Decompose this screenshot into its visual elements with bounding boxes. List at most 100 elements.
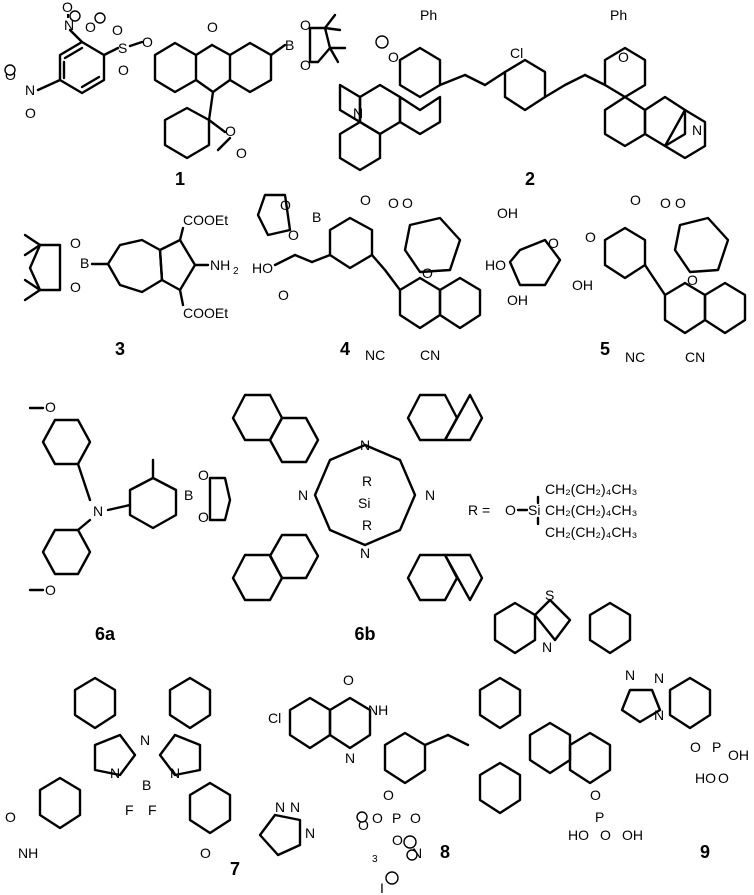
text-oh-9a: OH bbox=[728, 747, 749, 763]
atom-o-1e: O bbox=[112, 22, 123, 38]
r-group-chain-2: CH₂(CH₂)₄CH₃ bbox=[545, 502, 637, 518]
atom-o-5e: O bbox=[675, 195, 686, 211]
text-oh-5c: OH bbox=[572, 277, 593, 293]
compound-5: OH O HO OH OH O O O O O NC CN 5 bbox=[485, 192, 747, 365]
atom-n-6a: N bbox=[93, 503, 103, 519]
charge-plus-7 bbox=[403, 835, 417, 849]
text-ho-9a: HO bbox=[695, 770, 716, 786]
atom-p-9b: P bbox=[595, 809, 604, 825]
text-ho-9b: HO bbox=[568, 827, 589, 843]
compound-label-9: 9 bbox=[700, 842, 710, 862]
atom-o-5b: O bbox=[585, 229, 596, 245]
atom-o-1d: O bbox=[25, 105, 36, 121]
text-nh-7: NH bbox=[18, 845, 38, 861]
atom-f-7b: F bbox=[148, 802, 157, 818]
atom-f-7a: F bbox=[125, 802, 134, 818]
atom-n-7c: N bbox=[170, 765, 180, 781]
atom-b-7: B bbox=[142, 777, 151, 793]
atom-s-9: S bbox=[545, 587, 554, 603]
text-cn-5: CN bbox=[685, 349, 705, 365]
compound-4: B O O HO O O O O O NC CN 4 bbox=[252, 192, 482, 363]
atom-n-1b: N bbox=[25, 82, 35, 98]
atom-n-9c: N bbox=[654, 670, 664, 686]
atom-o-6a-2: O bbox=[45, 582, 56, 598]
r-group-si: Si bbox=[528, 502, 540, 518]
atom-o-5c: O bbox=[630, 192, 641, 208]
compound-6a: O N O B O O 6a bbox=[28, 399, 232, 644]
atom-o-5a: O bbox=[548, 235, 559, 251]
atom-o-8b: O bbox=[383, 787, 394, 803]
compound-6b: N N N N Si R R 6b bbox=[231, 393, 484, 644]
text-nh2-3: NH bbox=[210, 257, 230, 273]
atom-o-5d: O bbox=[660, 195, 671, 211]
r-group-o: O bbox=[505, 502, 516, 518]
atom-r-6b-2: R bbox=[362, 517, 372, 533]
atom-ph-2b: Ph bbox=[610, 7, 627, 23]
atom-n-7e: N bbox=[290, 799, 300, 815]
atom-o-4c: O bbox=[278, 287, 289, 303]
compound-label-7: 7 bbox=[230, 859, 240, 879]
text-subscript-3-7: 3 bbox=[372, 854, 378, 865]
atom-n-2b: N bbox=[692, 122, 702, 138]
charge-minus-7 bbox=[385, 871, 399, 885]
compound-label-8: 8 bbox=[440, 842, 450, 862]
atom-b-4: B bbox=[312, 209, 321, 225]
atom-o-1k: O bbox=[300, 17, 311, 33]
compound-7: N N N B F F O NH O N N N O 3 N I 7 bbox=[5, 676, 422, 895]
atom-o-2b: O bbox=[618, 49, 629, 65]
text-oh-5b: OH bbox=[507, 292, 528, 308]
atom-o-1i: O bbox=[225, 123, 236, 139]
compound-3: B O O COOEt NH 2 COOEt 3 bbox=[23, 212, 239, 359]
atom-n-7a: N bbox=[140, 732, 150, 748]
atom-s-1: S bbox=[118, 40, 127, 56]
atom-n-9b: N bbox=[625, 667, 635, 683]
atom-o-4b: O bbox=[288, 227, 299, 243]
text-nh-8: NH bbox=[368, 702, 388, 718]
atom-b-6a: B bbox=[184, 487, 193, 503]
atom-o-4e: O bbox=[388, 195, 399, 211]
compound-label-3: 3 bbox=[115, 339, 125, 359]
compound-9: S N N N N O P OH HO O O P HO O OH 9 bbox=[493, 587, 749, 862]
atom-n-7f: N bbox=[305, 825, 315, 841]
atom-o-7a: O bbox=[5, 809, 16, 825]
compound-label-6a: 6a bbox=[95, 624, 116, 644]
text-cooet-3a: COOEt bbox=[183, 212, 228, 228]
compound-label-5: 5 bbox=[600, 339, 610, 359]
atom-o-4g: O bbox=[422, 265, 433, 281]
atom-o-9c: O bbox=[590, 787, 601, 803]
atom-o-1b: O bbox=[85, 19, 96, 35]
atom-i-7: I bbox=[380, 880, 384, 895]
atom-ph-2a: Ph bbox=[420, 7, 437, 23]
atom-r-6b-1: R bbox=[362, 473, 372, 489]
atom-o-8c: O bbox=[372, 810, 383, 826]
text-cn-4: CN bbox=[420, 347, 440, 363]
r-group-label: R = bbox=[468, 502, 490, 518]
atom-n-7b: N bbox=[110, 765, 120, 781]
atom-n-9a: N bbox=[542, 639, 552, 655]
atom-o-4d: O bbox=[360, 192, 371, 208]
charge-minus-1a bbox=[94, 12, 106, 24]
atom-n-8: N bbox=[345, 750, 355, 766]
atom-n-6b-3: N bbox=[360, 545, 370, 561]
atom-o-8d: O bbox=[410, 810, 421, 826]
atom-cl-8: Cl bbox=[268, 710, 281, 726]
atom-p-8: P bbox=[392, 810, 401, 826]
text-ho-5: HO bbox=[485, 257, 506, 273]
text-oh-9b: OH bbox=[622, 827, 643, 843]
compound-label-4: 4 bbox=[340, 339, 350, 359]
compound-8: Cl O NH N O O P O O 8 bbox=[268, 672, 572, 862]
atom-o-1f: O bbox=[118, 62, 129, 78]
charge-plus-1a bbox=[69, 10, 81, 22]
atom-cl-2: Cl bbox=[510, 45, 523, 61]
atom-n-6b-1: N bbox=[360, 437, 370, 453]
compound-label-1: 1 bbox=[175, 169, 185, 189]
atom-n-6b-4: N bbox=[298, 487, 308, 503]
atom-o-5f: O bbox=[687, 272, 698, 288]
atom-o-6a-1: O bbox=[45, 399, 56, 415]
atom-o-4f: O bbox=[402, 195, 413, 211]
atom-o-9d: O bbox=[600, 827, 611, 843]
atom-b-3: B bbox=[80, 255, 89, 271]
atom-n-2a: N bbox=[353, 105, 363, 121]
